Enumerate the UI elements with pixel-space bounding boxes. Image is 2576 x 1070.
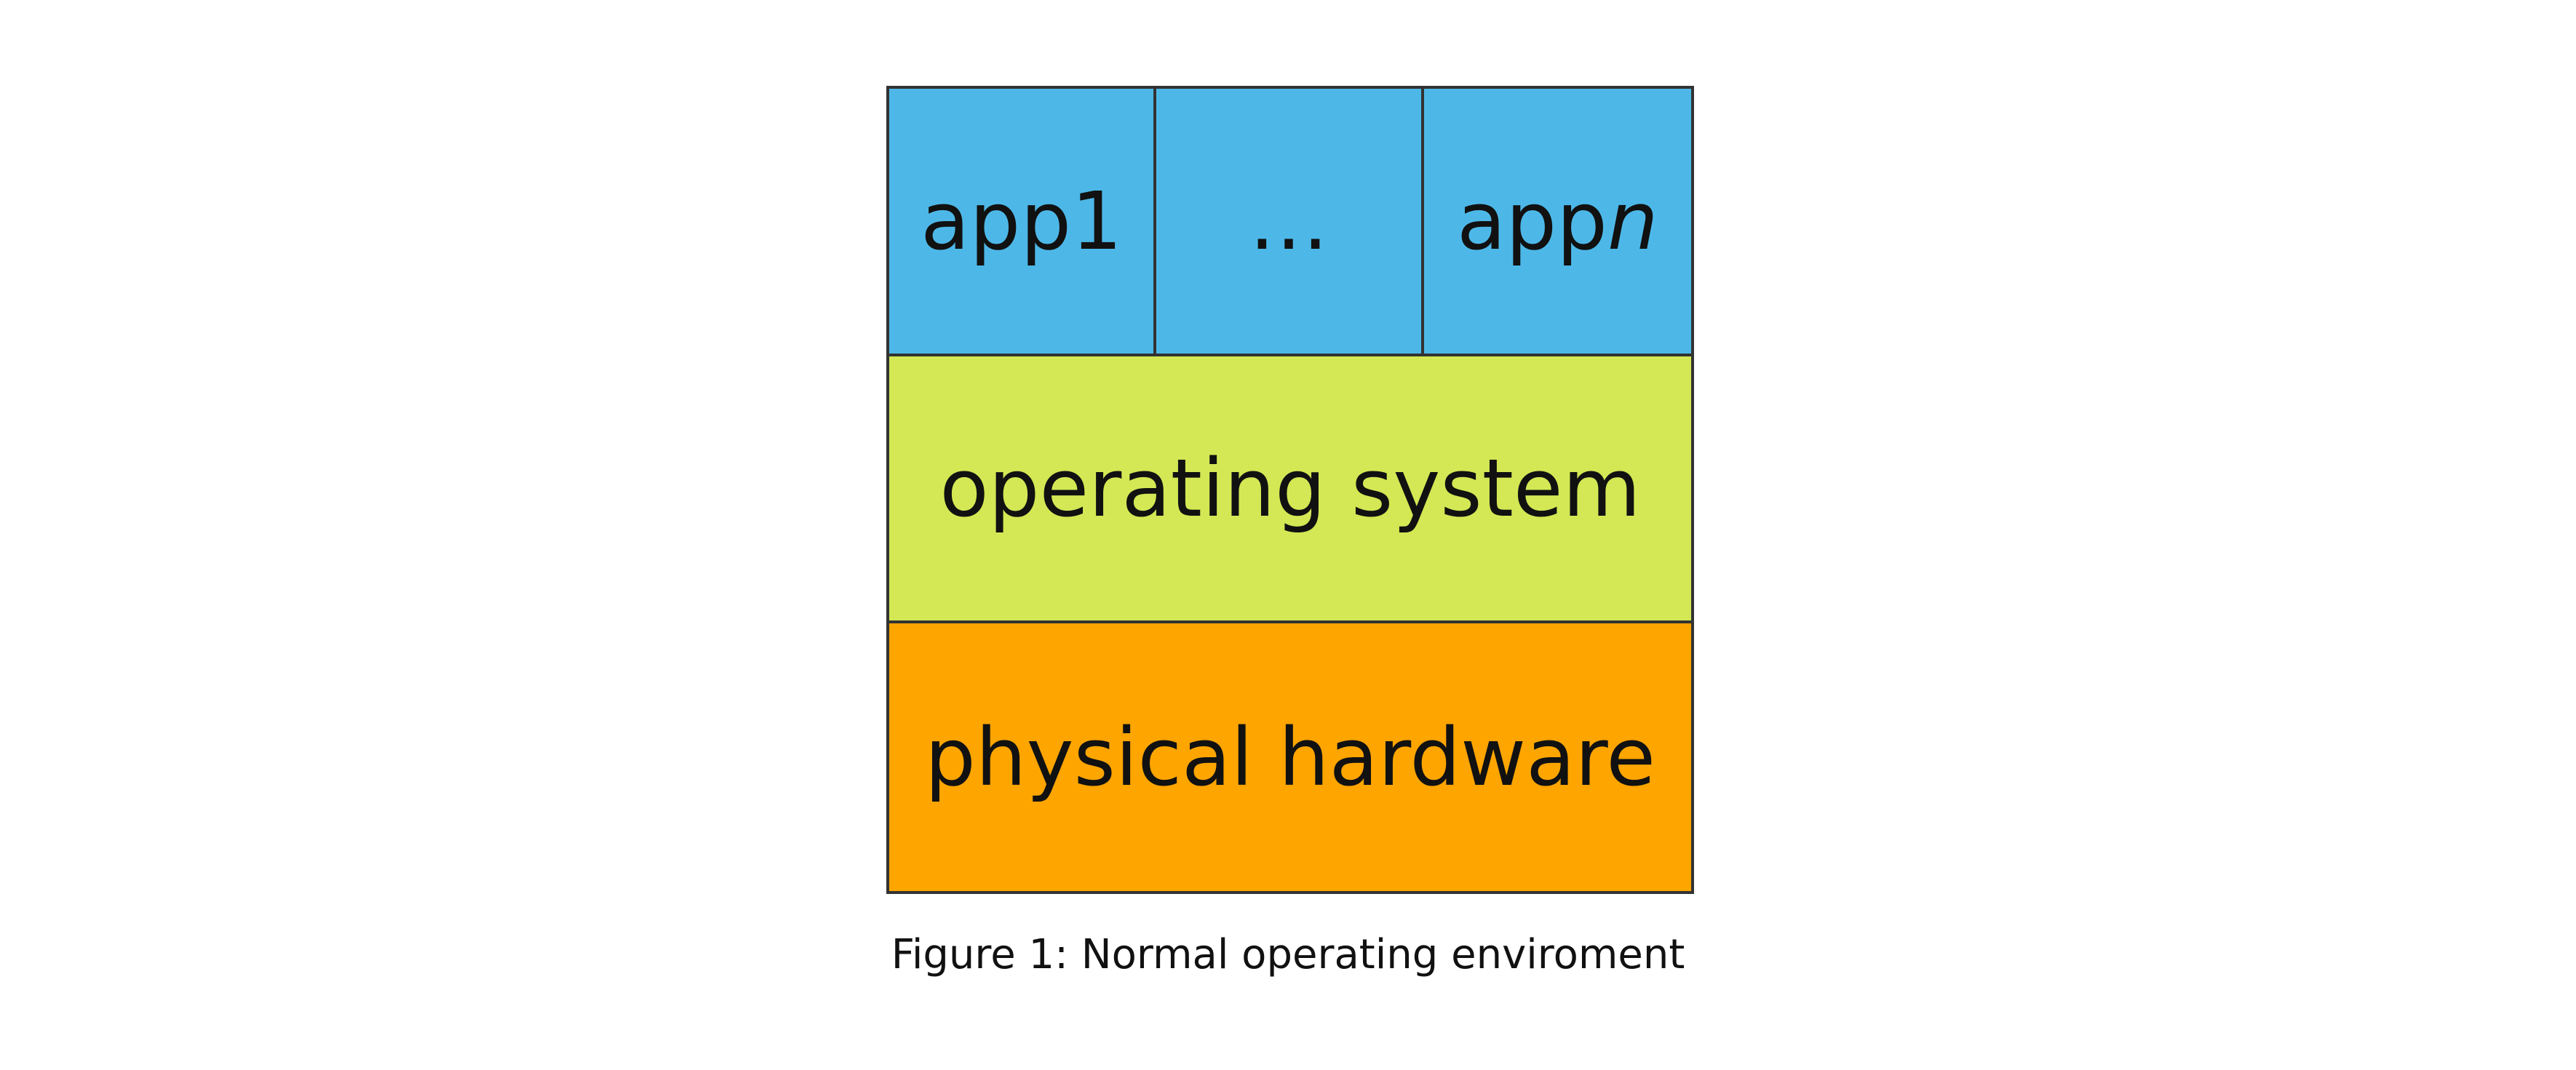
app-box-1: app1	[889, 89, 1157, 354]
app-label: app	[1456, 174, 1607, 268]
physical-hardware-layer: physical hardware	[889, 623, 1691, 891]
physical-hardware-label: physical hardware	[924, 711, 1656, 805]
app-label: …	[1248, 174, 1329, 268]
operating-system-label: operating system	[939, 442, 1641, 535]
operating-system-layer: operating system	[889, 356, 1691, 624]
figure-caption: Figure 1: Normal operating enviroment	[891, 931, 1685, 978]
app-label-suffix: n	[1607, 174, 1658, 268]
app-box-ellipsis: …	[1156, 89, 1424, 354]
app-label: app1	[921, 174, 1123, 268]
